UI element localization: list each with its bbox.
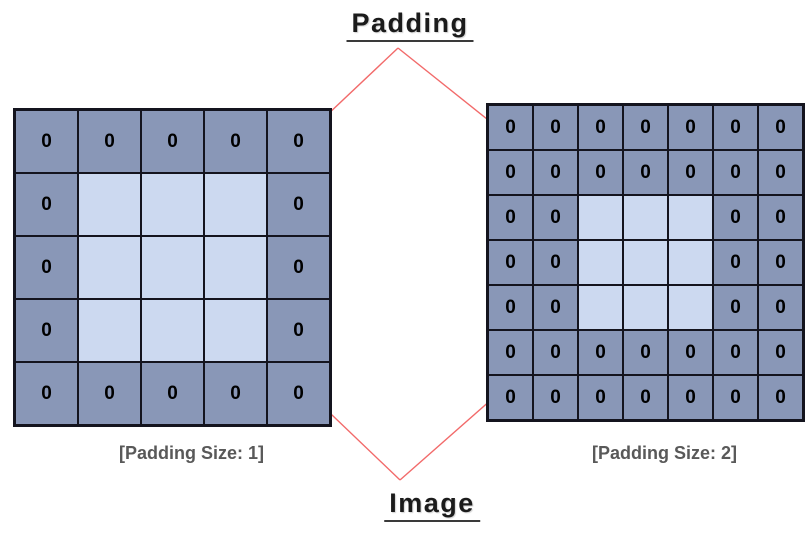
padding-cell: 0 xyxy=(489,331,532,374)
image-title-text: Image xyxy=(384,488,480,522)
image-cell xyxy=(669,286,712,329)
image-cell xyxy=(579,241,622,284)
padding-cell: 0 xyxy=(534,376,577,419)
padding-cell: 0 xyxy=(16,174,77,235)
padding-cell: 0 xyxy=(624,106,667,149)
padding-cell: 0 xyxy=(579,106,622,149)
image-cell xyxy=(669,241,712,284)
padding-cell: 0 xyxy=(205,363,266,424)
caption-padding-size-2: [Padding Size: 2] xyxy=(591,443,737,463)
padding-cell: 0 xyxy=(669,106,712,149)
padding-cell: 0 xyxy=(714,106,757,149)
padding-cell: 0 xyxy=(714,196,757,239)
padding-cell: 0 xyxy=(669,376,712,419)
padding-cell: 0 xyxy=(579,151,622,194)
padding-cell: 0 xyxy=(16,300,77,361)
padding-cell: 0 xyxy=(489,151,532,194)
padding-cell: 0 xyxy=(714,331,757,374)
padding-cell: 0 xyxy=(579,376,622,419)
padding-cell: 0 xyxy=(714,151,757,194)
padding-cell: 0 xyxy=(579,331,622,374)
image-cell xyxy=(669,196,712,239)
padding-cell: 0 xyxy=(79,363,140,424)
padding-cell: 0 xyxy=(142,363,203,424)
image-cell xyxy=(624,241,667,284)
padding-cell: 0 xyxy=(16,111,77,172)
padding-cell: 0 xyxy=(714,376,757,419)
padding-cell: 0 xyxy=(489,106,532,149)
image-cell xyxy=(205,237,266,298)
image-title: Image xyxy=(384,488,480,522)
padding-cell: 0 xyxy=(624,376,667,419)
padding-cell: 0 xyxy=(268,174,329,235)
padding-cell: 0 xyxy=(759,376,802,419)
padding-cell: 0 xyxy=(759,196,802,239)
image-cell xyxy=(624,286,667,329)
padding-cell: 0 xyxy=(534,286,577,329)
padding-cell: 0 xyxy=(669,331,712,374)
padding-cell: 0 xyxy=(489,286,532,329)
padding-cell: 0 xyxy=(16,363,77,424)
image-cell xyxy=(142,237,203,298)
padding-cell: 0 xyxy=(759,286,802,329)
padding-title-text: Padding xyxy=(346,8,474,42)
padding-cell: 0 xyxy=(205,111,266,172)
padding-title: Padding xyxy=(346,8,474,42)
padding-cell: 0 xyxy=(489,241,532,284)
padding-cell: 0 xyxy=(268,363,329,424)
image-cell xyxy=(142,300,203,361)
image-cell xyxy=(579,196,622,239)
padding-cell: 0 xyxy=(534,241,577,284)
padding-cell: 0 xyxy=(268,237,329,298)
padding-cell: 0 xyxy=(669,151,712,194)
padding-cell: 0 xyxy=(759,331,802,374)
padding-cell: 0 xyxy=(489,376,532,419)
padding-cell: 0 xyxy=(489,196,532,239)
image-cell xyxy=(142,174,203,235)
padding-cell: 0 xyxy=(759,151,802,194)
padding-cell: 0 xyxy=(534,331,577,374)
image-cell xyxy=(579,286,622,329)
image-cell xyxy=(624,196,667,239)
padding-cell: 0 xyxy=(79,111,140,172)
padding-cell: 0 xyxy=(16,237,77,298)
padding-cell: 0 xyxy=(714,241,757,284)
padding-cell: 0 xyxy=(714,286,757,329)
padding-cell: 0 xyxy=(534,196,577,239)
padding-cell: 0 xyxy=(759,241,802,284)
image-cell xyxy=(79,237,140,298)
padding-cell: 0 xyxy=(534,106,577,149)
padding-cell: 0 xyxy=(534,151,577,194)
caption-padding-size-1: [Padding Size: 1] xyxy=(118,443,264,463)
image-cell xyxy=(205,174,266,235)
padding-cell: 0 xyxy=(142,111,203,172)
image-cell xyxy=(79,300,140,361)
image-cell xyxy=(205,300,266,361)
padding-cell: 0 xyxy=(268,111,329,172)
padding-cell: 0 xyxy=(268,300,329,361)
padding-cell: 0 xyxy=(624,331,667,374)
padding-cell: 0 xyxy=(624,151,667,194)
padding-cell: 0 xyxy=(759,106,802,149)
image-cell xyxy=(79,174,140,235)
